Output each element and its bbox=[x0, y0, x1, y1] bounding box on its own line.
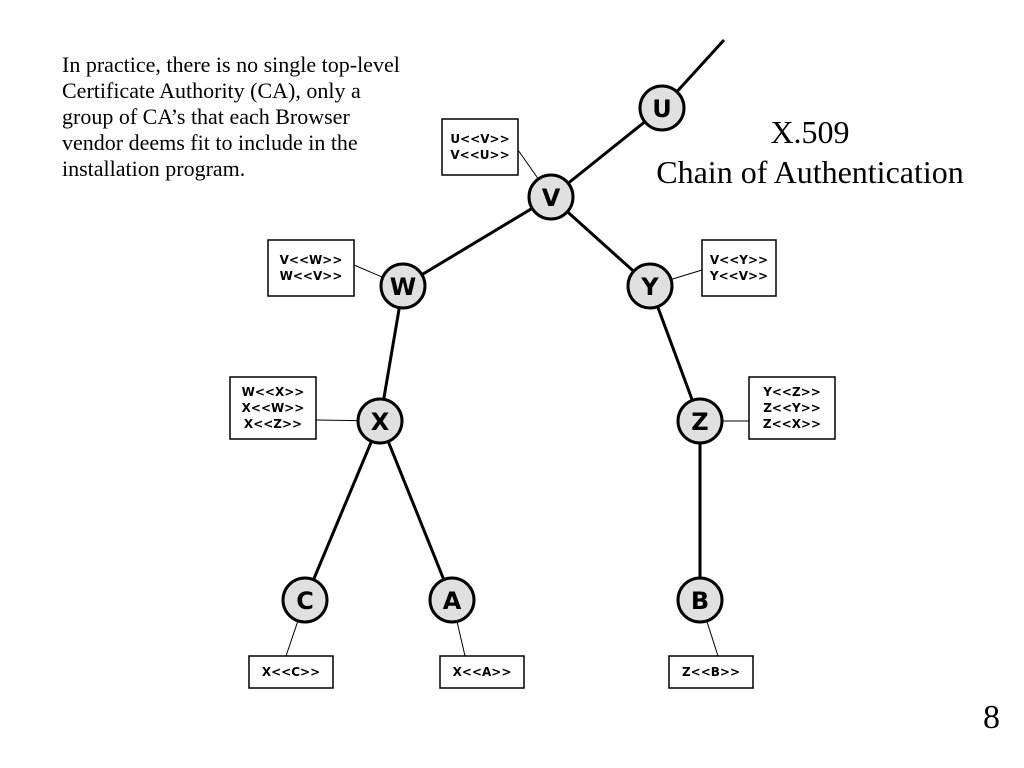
certificate-box-frame bbox=[441, 118, 519, 176]
node-label: U bbox=[652, 95, 672, 123]
node-X: X bbox=[356, 397, 404, 445]
node-C: C bbox=[281, 576, 329, 624]
node-circle bbox=[281, 576, 329, 624]
slide-title: X.509 Chain of Authentication bbox=[620, 112, 1000, 192]
certificate-line: X<<C>> bbox=[262, 665, 320, 679]
leader-B bbox=[706, 620, 719, 657]
node-U: U bbox=[638, 84, 686, 132]
description-text: In practice, there is no single top-leve… bbox=[62, 52, 400, 181]
certificate-box-Z: Y<<Z>> Z<<Y>> Z<<X>> bbox=[748, 376, 836, 440]
certificate-box-frame bbox=[267, 239, 355, 297]
node-V: V bbox=[527, 173, 575, 221]
certificate-box-V: U<<V>> V<<U>> bbox=[441, 118, 519, 176]
certificate-line: X<<A>> bbox=[453, 665, 512, 679]
certificate-line: V<<W>> bbox=[280, 253, 343, 267]
certificate-line: V<<Y>> bbox=[710, 253, 768, 267]
certificate-line: Z<<Y>> bbox=[763, 401, 821, 415]
certificate-line: U<<V>> bbox=[450, 132, 509, 146]
node-W: W bbox=[379, 262, 427, 310]
certificate-box-Y: V<<Y>> Y<<V>> bbox=[701, 239, 777, 297]
node-circle bbox=[626, 262, 674, 310]
node-circle bbox=[638, 84, 686, 132]
certificate-box-frame bbox=[248, 655, 334, 689]
node-label: B bbox=[691, 587, 709, 615]
certificate-box-B: Z<<B>> bbox=[668, 655, 754, 689]
node-label: Z bbox=[691, 408, 708, 436]
certificate-box-W: V<<W>> W<<V>> bbox=[267, 239, 355, 297]
certificate-line: V<<U>> bbox=[450, 148, 509, 162]
certificate-box-C: X<<C>> bbox=[248, 655, 334, 689]
node-circle bbox=[527, 173, 575, 221]
edge-X-A bbox=[378, 420, 454, 601]
node-label: C bbox=[296, 587, 314, 615]
certificate-box-frame bbox=[701, 239, 777, 297]
node-circle bbox=[676, 576, 724, 624]
certificate-box-frame bbox=[668, 655, 754, 689]
leader-V bbox=[517, 149, 539, 180]
certificate-line: X<<W>> bbox=[242, 401, 305, 415]
certificate-box-X: W<<X>> X<<W>> X<<Z>> bbox=[229, 376, 317, 440]
leader-A bbox=[456, 621, 466, 657]
certificate-line: Y<<Z>> bbox=[762, 385, 821, 399]
nodes-layer: U V W Y X Z C A B bbox=[281, 84, 724, 624]
node-Y: Y bbox=[626, 262, 674, 310]
certificate-line: Z<<B>> bbox=[682, 665, 740, 679]
node-label: X bbox=[371, 408, 390, 436]
leader-X bbox=[315, 419, 359, 422]
leader-Y bbox=[670, 269, 703, 281]
certificate-box-frame bbox=[229, 376, 317, 440]
leaders-layer bbox=[285, 149, 749, 657]
certificate-line: Z<<X>> bbox=[763, 417, 821, 431]
certificate-box-frame bbox=[748, 376, 836, 440]
node-circle bbox=[676, 397, 724, 445]
node-A: A bbox=[428, 576, 476, 624]
edge-V-W bbox=[402, 195, 552, 288]
node-Z: Z bbox=[676, 397, 724, 445]
edge-X-C bbox=[303, 420, 382, 601]
title-line-2: Chain of Authentication bbox=[656, 154, 964, 190]
certificate-boxes-layer: U<<V>> V<<U>> V<<W>> W<<V>> V<<Y>> Y<<V>> W<<X… bbox=[229, 118, 836, 689]
node-B: B bbox=[676, 576, 724, 624]
node-label: Y bbox=[640, 273, 659, 301]
edge-Y-Z bbox=[648, 285, 702, 422]
certificate-line: W<<X>> bbox=[242, 385, 305, 399]
page-number: 8 bbox=[983, 699, 1000, 736]
leader-W bbox=[353, 264, 383, 278]
certificate-box-frame bbox=[439, 655, 525, 689]
certificate-line: Y<<V>> bbox=[709, 269, 768, 283]
title-line-1: X.509 bbox=[770, 114, 850, 150]
node-circle bbox=[379, 262, 427, 310]
certificate-box-A: X<<A>> bbox=[439, 655, 525, 689]
certificate-line: X<<Z>> bbox=[244, 417, 302, 431]
edge-U-V bbox=[550, 106, 663, 199]
node-label: W bbox=[390, 273, 416, 301]
certificate-line: W<<V>> bbox=[280, 269, 343, 283]
node-circle bbox=[356, 397, 404, 445]
node-label: V bbox=[542, 184, 561, 212]
node-circle bbox=[428, 576, 476, 624]
node-label: A bbox=[443, 587, 462, 615]
leader-C bbox=[285, 620, 299, 657]
